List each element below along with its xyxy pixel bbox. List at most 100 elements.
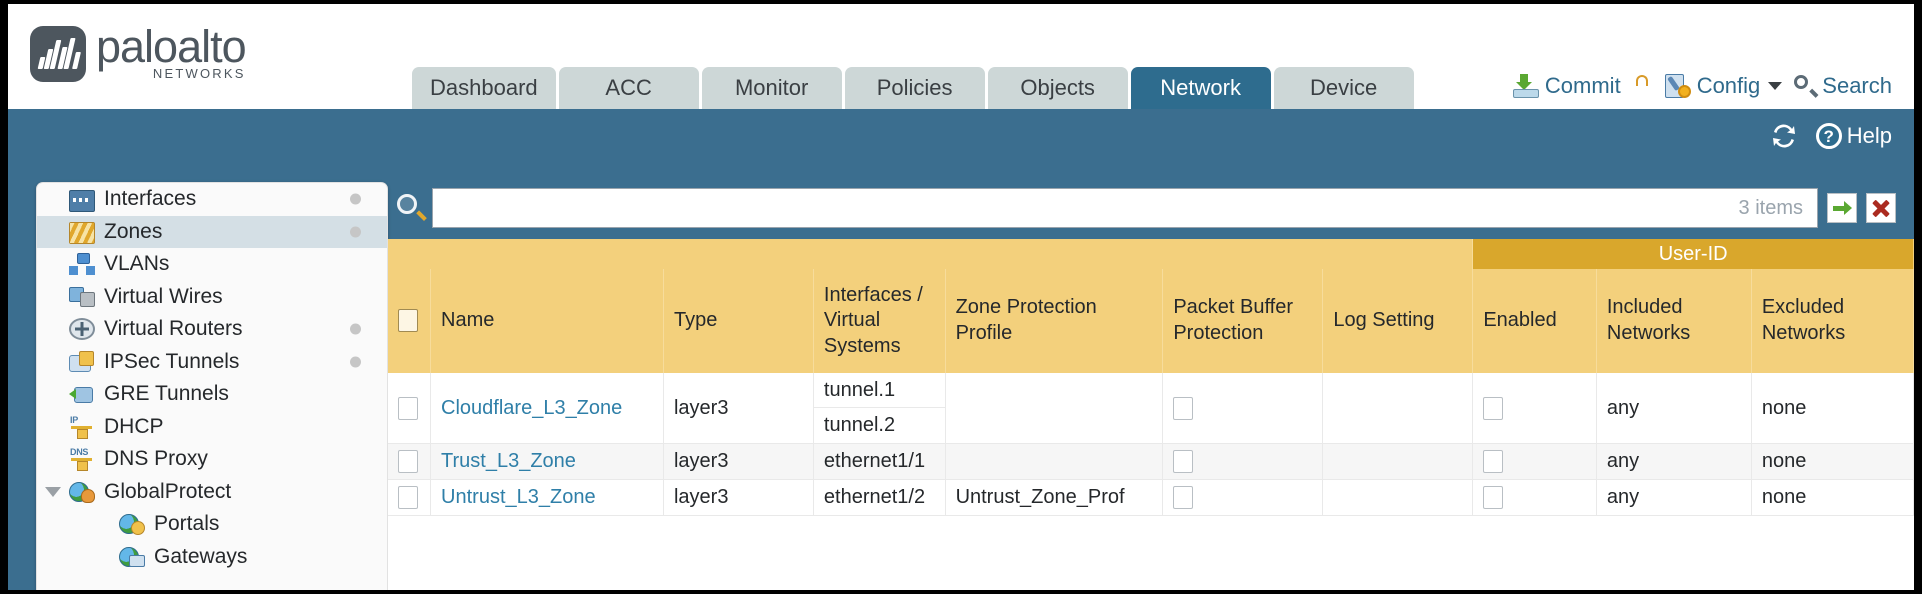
cell-excluded-networks: none <box>1751 443 1914 480</box>
sub-toolbar: ? Help <box>8 109 1914 177</box>
cell-log-setting <box>1322 373 1474 444</box>
column-header-interfaces-virtual-systems[interactable]: Interfaces / Virtual Systems <box>813 269 946 373</box>
cell-excluded-networks: none <box>1751 373 1914 444</box>
gre-tunnels-icon <box>69 383 95 405</box>
help-button[interactable]: ? Help <box>1815 123 1892 149</box>
sidebar-item-portals[interactable]: Portals <box>37 508 387 541</box>
packet-buffer-protection-checkbox[interactable] <box>1173 450 1194 474</box>
nav-tab-policies[interactable]: Policies <box>844 67 985 109</box>
cell-zone-protection-profile: Untrust_Zone_Prof <box>945 479 1164 516</box>
zone-name-link[interactable]: Trust_L3_Zone <box>441 450 576 472</box>
userid-enabled-checkbox[interactable] <box>1483 450 1504 474</box>
row-select-cell <box>388 479 432 516</box>
config-menu[interactable]: Config <box>1664 73 1783 99</box>
sidebar-item-status-dot <box>350 193 361 205</box>
zone-type: layer3 <box>673 486 729 508</box>
column-header-enabled[interactable]: Enabled <box>1472 269 1597 373</box>
packet-buffer-protection-checkbox[interactable] <box>1173 486 1194 510</box>
sidebar-item-status-dot <box>350 323 361 335</box>
zone-name-link[interactable]: Cloudflare_L3_Zone <box>441 396 623 419</box>
globalprotect-icon <box>69 481 95 503</box>
sidebar-item-label: DHCP <box>104 414 164 438</box>
refresh-icon[interactable] <box>1770 123 1798 149</box>
packet-buffer-protection-checkbox[interactable] <box>1173 396 1194 420</box>
cell-packet-buffer-protection <box>1162 443 1324 480</box>
column-header-excluded-networks[interactable]: Excluded Networks <box>1751 269 1914 373</box>
nav-tab-acc[interactable]: ACC <box>558 67 699 109</box>
sidebar-item-status-dot <box>350 226 361 238</box>
row-checkbox[interactable] <box>398 450 418 474</box>
lock-button[interactable] <box>1632 74 1653 261</box>
select-all-header <box>388 269 432 373</box>
column-header-zone-protection-profile[interactable]: Zone Protection Profile <box>945 269 1164 373</box>
userid-enabled-checkbox[interactable] <box>1483 486 1504 510</box>
clear-filter-button[interactable] <box>1866 193 1896 223</box>
interface-entry: tunnel.2 <box>823 414 896 436</box>
column-header-log-setting[interactable]: Log Setting <box>1322 269 1474 373</box>
excluded-networks-value: none <box>1761 396 1807 419</box>
dhcp-icon: IP <box>69 415 95 439</box>
userid-enabled-checkbox[interactable] <box>1483 396 1504 420</box>
commit-icon <box>1512 74 1539 98</box>
row-select-cell <box>388 443 432 480</box>
search-button[interactable]: Search <box>1794 73 1892 99</box>
cell-included-networks: any <box>1596 373 1752 444</box>
column-header-name[interactable]: Name <box>430 269 664 373</box>
paloalto-logo-mark-icon <box>30 25 86 82</box>
sidebar-item-globalprotect[interactable]: GlobalProtect <box>37 476 387 509</box>
sidebar-item-label: Virtual Routers <box>104 317 243 341</box>
cell-log-setting <box>1322 443 1474 480</box>
cell-type: layer3 <box>663 479 814 516</box>
expander-caret-icon[interactable] <box>45 486 61 497</box>
cell-name: Cloudflare_L3_Zone <box>430 373 664 444</box>
cell-userid-enabled <box>1472 479 1597 516</box>
sidebar-item-vlans[interactable]: VLANs <box>37 248 387 281</box>
zone-type: layer3 <box>673 450 729 472</box>
apply-filter-button[interactable] <box>1827 193 1857 223</box>
nav-tab-objects[interactable]: Objects <box>987 67 1128 109</box>
nav-tab-dashboard[interactable]: Dashboard <box>412 67 556 109</box>
help-label: Help <box>1846 123 1892 148</box>
sidebar-item-ipsec-tunnels[interactable]: IPSec Tunnels <box>37 346 387 379</box>
brand-tagline: NETWORKS <box>152 66 246 81</box>
header-actions: Commit Config Search <box>1512 73 1892 261</box>
column-header-packet-buffer-protection[interactable]: Packet Buffer Protection <box>1162 269 1324 373</box>
select-all-checkbox[interactable] <box>398 309 418 333</box>
nav-tab-device[interactable]: Device <box>1273 67 1414 109</box>
column-header-included-networks[interactable]: Included Networks <box>1596 269 1752 373</box>
interfaces-icon <box>69 190 95 213</box>
chevron-down-icon <box>1768 82 1783 90</box>
column-header-type[interactable]: Type <box>663 269 814 373</box>
sidebar-item-virtual-wires[interactable]: Virtual Wires <box>37 281 387 314</box>
nav-tab-network[interactable]: Network <box>1130 67 1271 109</box>
sidebar-item-gre-tunnels[interactable]: GRE Tunnels <box>37 378 387 411</box>
zone-name-link[interactable]: Untrust_L3_Zone <box>441 486 596 508</box>
commit-button[interactable]: Commit <box>1512 73 1621 99</box>
filter-search-icon[interactable] <box>396 193 427 223</box>
portals-icon <box>119 513 145 536</box>
sidebar-item-dhcp[interactable]: IP DHCP <box>37 411 387 444</box>
cell-excluded-networks: none <box>1751 479 1914 516</box>
row-checkbox[interactable] <box>398 396 418 420</box>
row-checkbox[interactable] <box>398 486 418 510</box>
search-input[interactable] <box>443 196 1739 220</box>
sidebar-item-zones[interactable]: Zones <box>37 215 387 248</box>
sidebar-item-interfaces[interactable]: Interfaces <box>37 183 387 216</box>
included-networks-value: any <box>1606 450 1640 472</box>
sidebar-item-gateways[interactable]: Gateways <box>37 541 387 574</box>
sidebar-item-virtual-routers[interactable]: Virtual Routers <box>37 313 387 346</box>
search-field-wrap: 3 items <box>432 188 1818 228</box>
search-icon <box>1794 75 1819 97</box>
nav-tab-monitor[interactable]: Monitor <box>701 67 842 109</box>
zones-icon <box>69 221 95 244</box>
